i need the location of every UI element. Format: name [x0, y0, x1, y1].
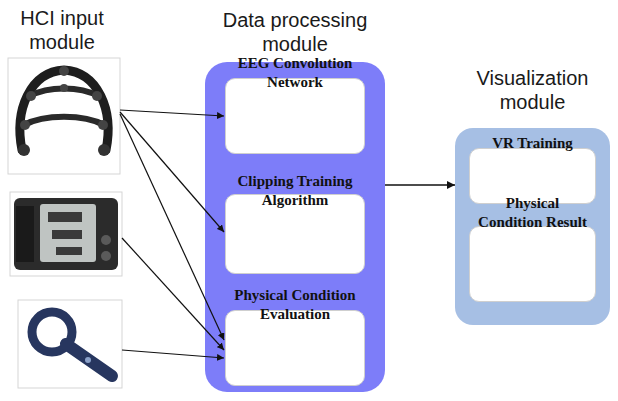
picture-frame	[10, 192, 122, 276]
electrode	[98, 120, 108, 130]
headset-arm	[24, 117, 104, 125]
controller-button	[85, 357, 91, 363]
screen-segment	[52, 230, 82, 239]
input-arrow	[120, 114, 224, 340]
monitor-button	[101, 235, 111, 245]
box-label: Clipping Training Algorithm	[232, 172, 358, 210]
process-box: EEG Convolution Network	[225, 78, 365, 154]
electrode	[26, 91, 36, 101]
input-arrow	[122, 238, 224, 350]
output-box: Physical Condition Result	[469, 226, 596, 302]
box-label: EEG Convolution Network	[232, 54, 358, 92]
monitor-button	[101, 251, 111, 261]
wrist-cuff	[16, 206, 34, 262]
picture-frame	[18, 300, 122, 388]
box-label: Physical Condition Evaluation	[232, 286, 358, 324]
module-panel: Data processing moduleEEG Convolution Ne…	[205, 62, 385, 392]
screen-segment	[48, 212, 82, 222]
box-label: Physical Condition Result	[476, 194, 589, 232]
blood-pressure-monitor-picture	[10, 192, 122, 276]
process-box: Physical Condition Evaluation	[225, 310, 365, 386]
screen-segment	[56, 247, 82, 255]
module-heading: Data processing module	[205, 8, 385, 56]
module-panel: Visualization moduleVR TrainingPhysical …	[455, 128, 610, 325]
module-heading: Visualization module	[455, 66, 610, 114]
process-box: Clipping Training Algorithm	[225, 194, 365, 274]
input-arrow	[120, 112, 224, 232]
box-label: VR Training	[476, 134, 589, 153]
eeg-headset-picture	[8, 58, 120, 174]
controller-handle	[66, 344, 112, 376]
vr-controller-picture	[18, 300, 122, 388]
column-heading: HCI input module	[6, 6, 118, 54]
electrode	[20, 120, 30, 130]
flow-arrow	[385, 184, 455, 185]
electrode	[60, 84, 68, 92]
monitor-body	[14, 198, 118, 270]
electrode	[18, 144, 30, 156]
headset-band	[20, 70, 108, 150]
input-arrow	[122, 350, 224, 358]
monitor-screen	[40, 204, 96, 262]
input-arrow	[120, 110, 224, 116]
picture-frame	[8, 58, 120, 174]
input-arrows	[120, 110, 224, 358]
electrode	[98, 144, 110, 156]
electrode	[59, 66, 69, 76]
electrode	[92, 91, 102, 101]
